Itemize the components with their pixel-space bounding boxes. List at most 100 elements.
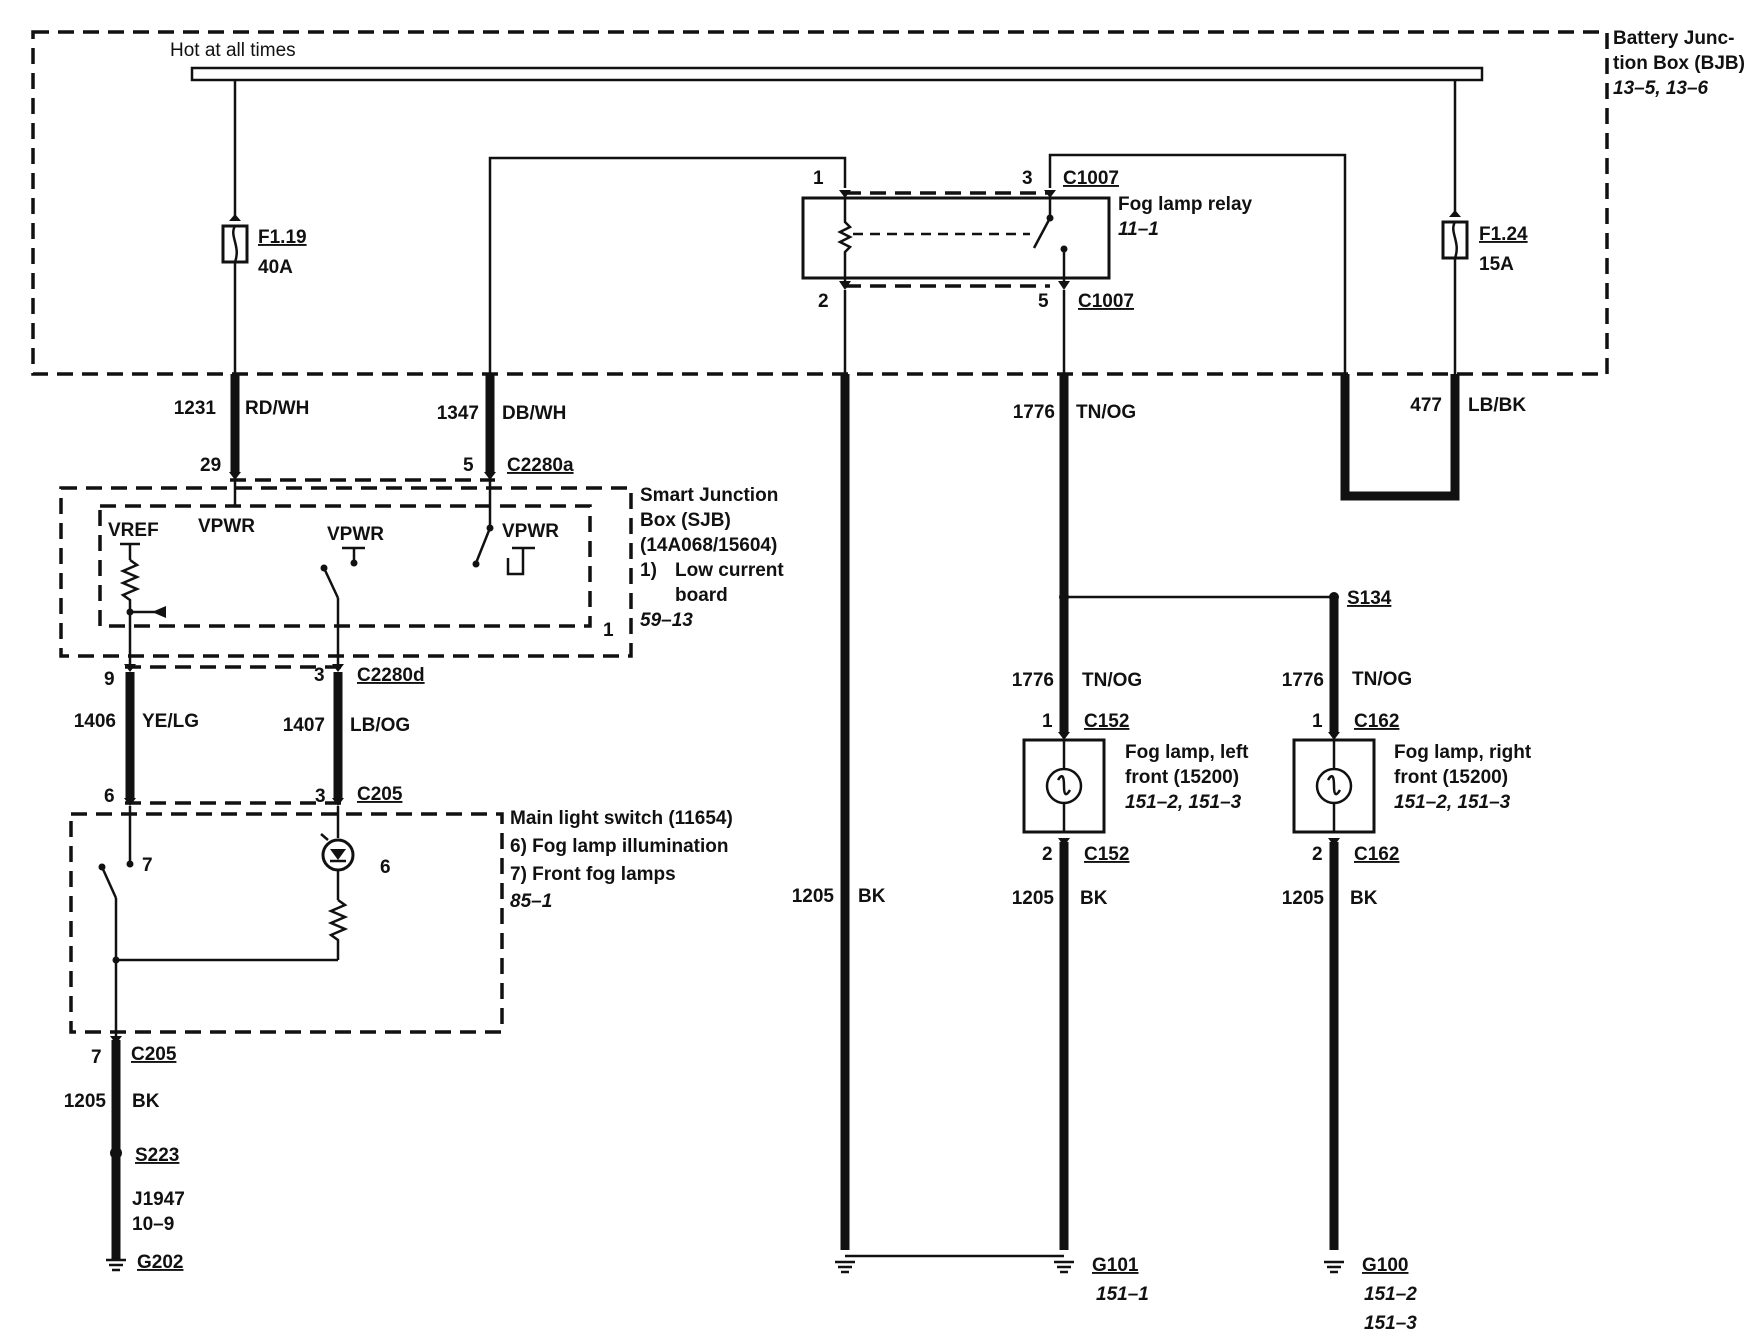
sjb-pin5: 5	[463, 455, 474, 476]
sjb-mid-switch-contact	[350, 559, 358, 567]
sjb-right-lead	[506, 548, 525, 576]
fog-left-ref: 151–2, 151–3	[1125, 792, 1242, 813]
bjb-name-line2: tion Box (BJB)	[1613, 53, 1745, 74]
bjb-bus-bar	[190, 66, 1484, 82]
fog-right-pin2: 2	[1312, 844, 1323, 865]
fog-left-pin1: 1	[1042, 711, 1053, 732]
sjb-pullup-resistor	[119, 558, 141, 656]
relay-connector-bottom-label: C1007	[1078, 291, 1134, 312]
sjb-name-line2: Box (SJB)	[640, 510, 731, 531]
fog-right-pin1-terminal	[1328, 732, 1340, 740]
switch-connector-in-label: C205	[357, 784, 403, 805]
fog-lamp-relay	[801, 196, 1111, 280]
wire-1231-color: RD/WH	[245, 398, 309, 419]
sjb-connector-out-label: C2280d	[357, 665, 425, 686]
wire-1205-right-circuit: 1205	[1282, 888, 1325, 909]
relay-connector-top-label: C1007	[1063, 168, 1119, 189]
sjb-vpwr-main: VPWR	[198, 516, 255, 537]
relay-switch-arm	[1032, 217, 1052, 249]
fuse-f119-terminal	[229, 214, 241, 221]
bus-label: Hot at all times	[170, 40, 296, 61]
relay-contact-feed-wire	[1048, 153, 1347, 374]
wire-477-color: LB/BK	[1468, 395, 1526, 416]
wire-1407-circuit: 1407	[283, 715, 325, 736]
fog-right-connector2: C162	[1354, 844, 1399, 865]
sjb-vref-label: VREF	[108, 520, 159, 541]
relay-ref: 11–1	[1118, 219, 1159, 240]
fog-right-ref: 151–2, 151–3	[1394, 792, 1511, 813]
fog-left-name-line1: Fog lamp, left	[1125, 742, 1249, 763]
wire-1205-switch-color: BK	[132, 1091, 160, 1112]
wire-1776-color: TN/OG	[1076, 402, 1136, 423]
sjb-right-switch-arm	[474, 527, 492, 564]
fog-illumination-diode	[330, 849, 346, 860]
fog-right-name-line1: Fog lamp, right	[1394, 742, 1532, 763]
relay-pin3-terminal	[1044, 190, 1056, 198]
switch-internal-6: 6	[380, 857, 391, 878]
sjb-pin29: 29	[200, 455, 221, 476]
sjb-pin5-terminal	[484, 472, 496, 480]
sjb-mid-switch-arm	[322, 567, 340, 599]
switch-pin3-terminal	[332, 798, 344, 806]
fog-left-connector2: C152	[1084, 844, 1129, 865]
switch-name: Main light switch (11654)	[510, 808, 733, 829]
splice-s134-label: S134	[1347, 588, 1392, 609]
switch-7-contact	[126, 860, 134, 868]
switch-note-7: 7) Front fog lamps	[510, 864, 676, 885]
splice-s223-label: S223	[135, 1145, 179, 1166]
bjb-boundary	[31, 30, 1609, 376]
wire-1406-circuit: 1406	[74, 711, 116, 732]
fuse-f124-element	[1452, 221, 1458, 259]
switch-pin6-terminal	[124, 798, 136, 806]
fog-left-pin2: 2	[1042, 844, 1053, 865]
wire-1776-right-circuit: 1776	[1282, 670, 1324, 691]
switch-pin7: 7	[91, 1047, 102, 1068]
relay-pin1-terminal	[839, 190, 851, 198]
sjb-vpwr-right: VPWR	[502, 521, 559, 542]
sjb-note-number: 1)	[640, 560, 657, 581]
fog-right-name-line2: front (15200)	[1394, 767, 1508, 788]
wire-1205-left-color: BK	[1080, 888, 1108, 909]
sjb-pin29-terminal	[229, 472, 241, 480]
wire-1776-left-circuit: 1776	[1012, 670, 1054, 691]
relay-switch-pivot	[1046, 214, 1054, 222]
wire-1205-relay-circuit: 1205	[792, 886, 835, 907]
relay-pin1: 1	[813, 168, 824, 189]
fuse-f124-rating: 15A	[1479, 254, 1514, 275]
switch-connector-out-label: C205	[131, 1044, 177, 1065]
sjb-ref: 59–13	[640, 610, 693, 631]
sjb-boundary	[59, 486, 633, 658]
wire-1231-circuit: 1231	[174, 398, 217, 419]
switch-pin6: 6	[104, 786, 115, 807]
switch-pin3: 3	[315, 786, 326, 807]
illumination-resistor	[327, 898, 349, 960]
ground-g101-ref: 151–1	[1096, 1284, 1149, 1305]
sjb-input-marker	[152, 606, 166, 618]
ground-g101-label: G101	[1092, 1255, 1139, 1276]
wire-1347-circuit: 1347	[437, 403, 479, 424]
sjb-vpwr-mid: VPWR	[327, 524, 384, 545]
wire-1205-relay-color: BK	[858, 886, 886, 907]
fog-right-connector1: C162	[1354, 711, 1399, 732]
bjb-name-line1: Battery Junc-	[1613, 28, 1734, 49]
switch-ref: 85–1	[510, 891, 552, 912]
fuse-f119-element	[232, 225, 238, 263]
relay-pin3: 3	[1022, 168, 1033, 189]
ground-g100-ref2: 151–3	[1364, 1313, 1417, 1334]
fog-left-pin1-terminal	[1058, 732, 1070, 740]
sjb-right-switch-contact	[472, 560, 480, 568]
sjb-note-line1: Low current	[675, 560, 784, 581]
sjb-pin9: 9	[104, 669, 115, 690]
fog-lamp-right-filament	[1326, 774, 1342, 796]
fuse-f124-terminal	[1449, 210, 1461, 217]
jumper-ref: 10–9	[132, 1214, 174, 1235]
wire-1205-switch-circuit: 1205	[64, 1091, 107, 1112]
ground-g100-ref1: 151–2	[1364, 1284, 1417, 1305]
main-light-switch-boundary	[69, 812, 504, 1034]
switch-internal-7: 7	[142, 855, 153, 876]
jumper-name: J1947	[132, 1189, 185, 1210]
sjb-connector-in-label: C2280a	[507, 455, 574, 476]
relay-pin2: 2	[818, 291, 829, 312]
splice-s223	[110, 1147, 122, 1159]
